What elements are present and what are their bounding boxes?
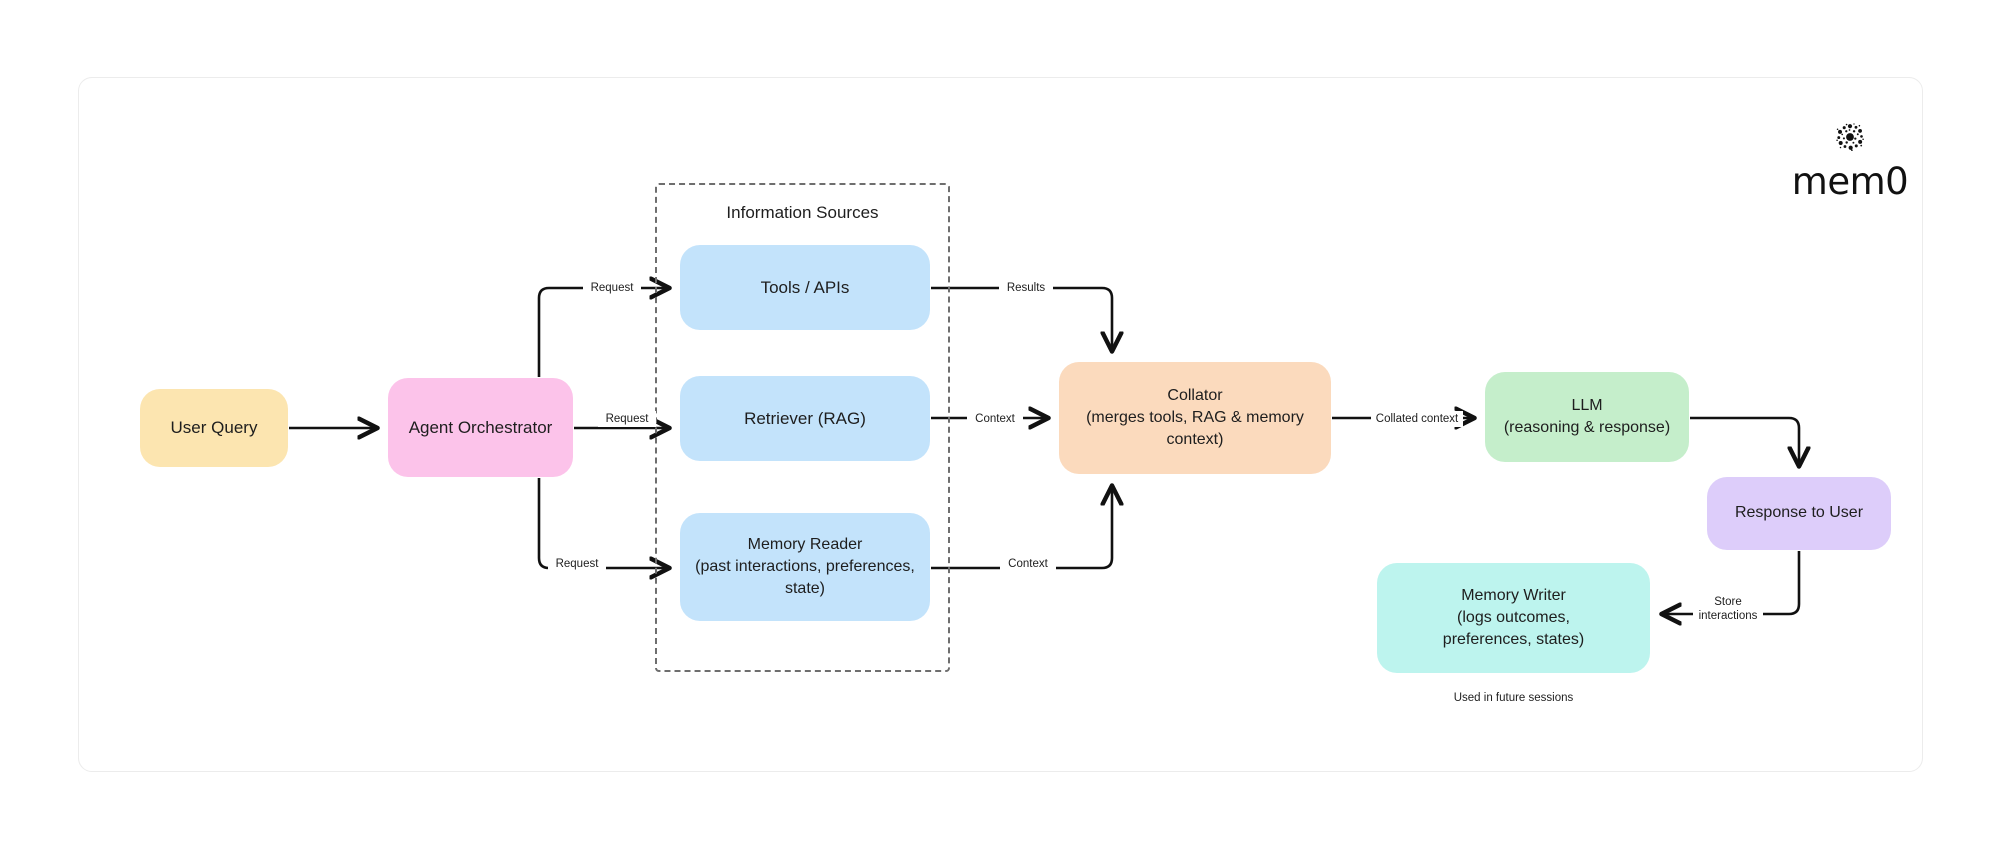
node-memory-reader-label: Memory Reader (past interactions, prefer…: [695, 535, 915, 598]
node-user-query[interactable]: User Query: [140, 389, 288, 467]
edge-label-request-memory: Request: [548, 556, 606, 573]
node-agent-orchestrator[interactable]: Agent Orchestrator: [388, 378, 573, 477]
node-memory-writer-label: Memory Writer (logs outcomes, preference…: [1442, 586, 1585, 649]
node-tools-apis[interactable]: Tools / APIs: [680, 245, 930, 330]
node-collator-label: Collator (merges tools, RAG & memory con…: [1086, 386, 1304, 449]
node-user-query-label: User Query: [170, 418, 258, 438]
note-used-in-future-sessions: Used in future sessions: [1453, 692, 1574, 704]
node-memory-reader[interactable]: Memory Reader (past interactions, prefer…: [680, 513, 930, 621]
node-llm-label: LLM (reasoning & response): [1503, 396, 1671, 436]
node-memory-writer[interactable]: Memory Writer (logs outcomes, preference…: [1377, 563, 1650, 673]
node-tools-apis-label: Tools / APIs: [760, 277, 850, 297]
node-retriever-rag[interactable]: Retriever (RAG): [680, 376, 930, 461]
edge-label-context-memory: Context: [1000, 556, 1056, 573]
node-collator[interactable]: Collator (merges tools, RAG & memory con…: [1059, 362, 1331, 474]
node-retriever-rag-label: Retriever (RAG): [744, 408, 866, 428]
edge-label-collated-context: Collated context: [1371, 411, 1463, 428]
mem0-logo: mem0: [1785, 118, 1915, 200]
node-llm[interactable]: LLM (reasoning & response): [1485, 372, 1689, 462]
mem0-wordmark: mem0: [1791, 160, 1909, 203]
edge-label-context-retriever: Context: [967, 411, 1023, 428]
node-agent-orchestrator-label: Agent Orchestrator: [408, 417, 553, 437]
edge-label-request-tools: Request: [583, 280, 641, 297]
edge-label-store-interactions: Store interactions: [1693, 594, 1763, 625]
edge-label-request-retriever: Request: [598, 411, 656, 428]
node-response-to-user[interactable]: Response to User: [1707, 477, 1891, 550]
group-information-sources: [655, 183, 950, 672]
edge-label-results: Results: [999, 280, 1053, 297]
group-information-sources-title: Information Sources: [726, 203, 879, 222]
mem0-particle-logo-icon: [1836, 123, 1864, 152]
node-response-to-user-label: Response to User: [1734, 504, 1864, 522]
